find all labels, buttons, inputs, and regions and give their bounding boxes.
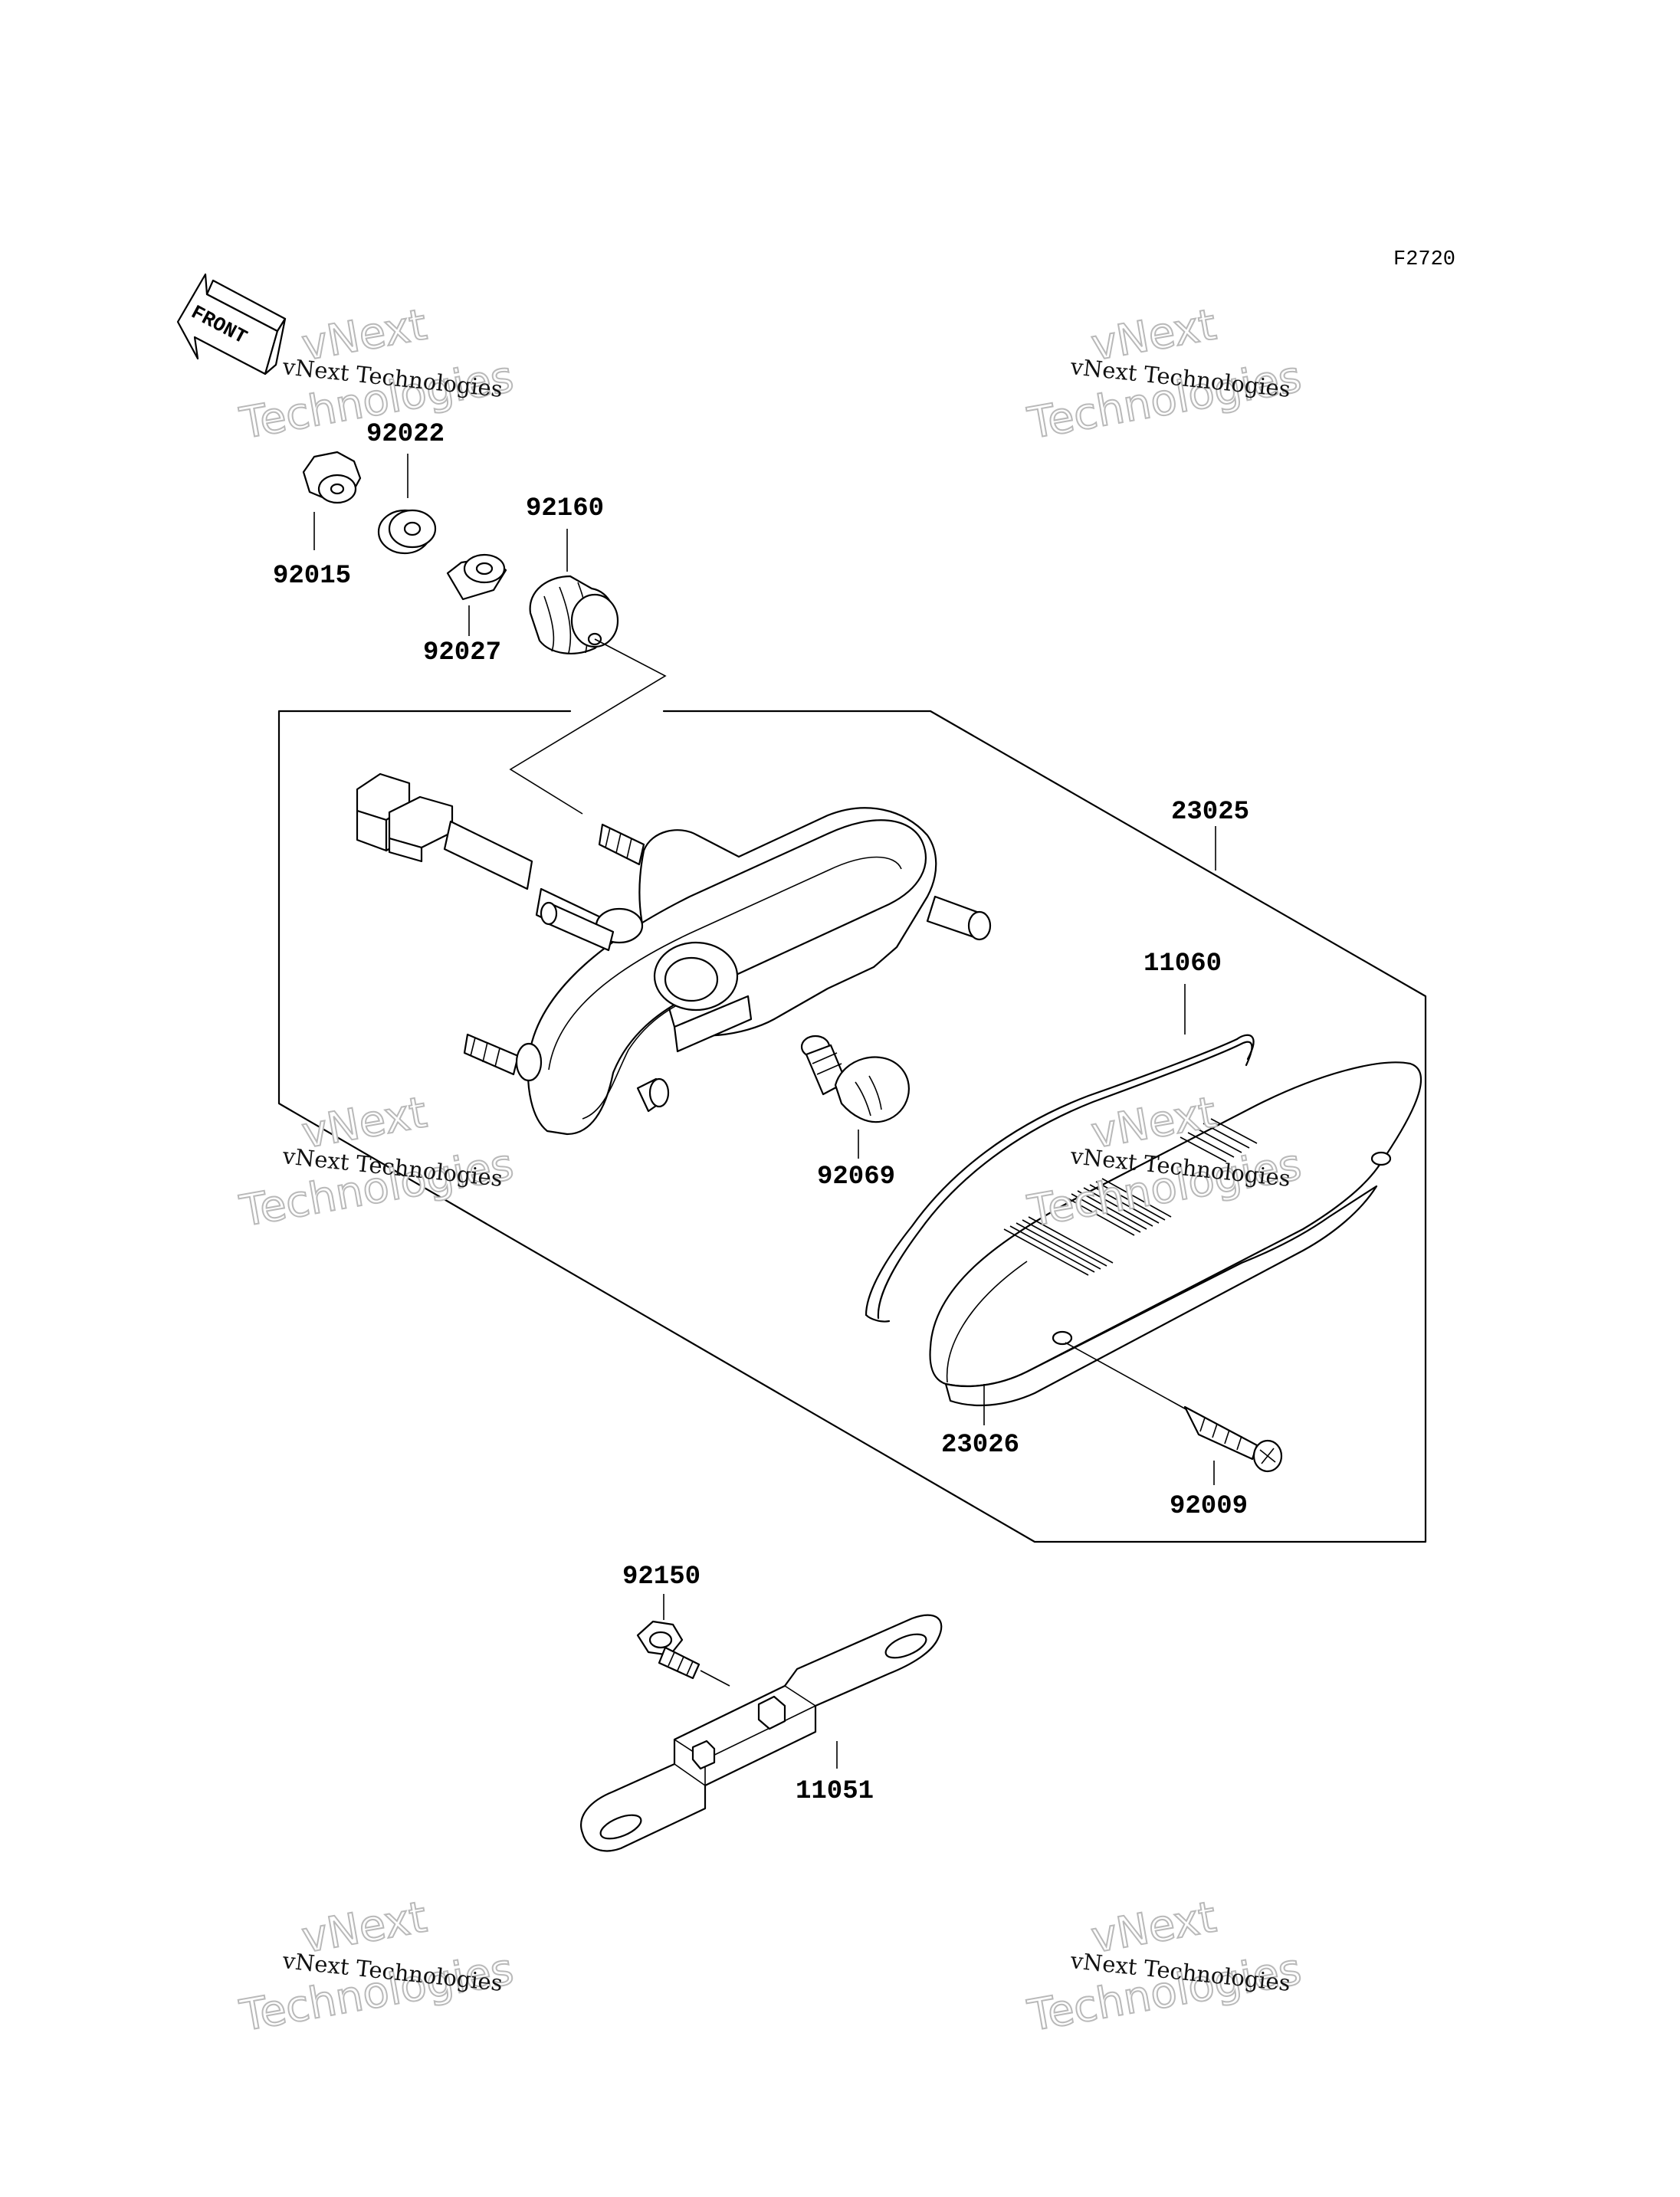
screw-92009-icon [1065, 1342, 1283, 1485]
part-label-92160: 92160 [526, 494, 604, 523]
part-label-92022: 92022 [366, 420, 445, 449]
watermark-bottom-right: vNext Technologies vNext Technologies [1023, 1891, 1306, 2042]
part-label-23025: 23025 [1171, 798, 1249, 827]
part-label-11060: 11060 [1144, 949, 1222, 979]
lens-23026-icon [929, 1061, 1422, 1425]
bulb-92069-icon [800, 1035, 910, 1159]
part-label-92015: 92015 [273, 562, 351, 591]
tail-lamp-housing-icon [356, 772, 992, 1136]
collar-92027-icon [446, 553, 507, 636]
assembly-outline [277, 710, 1427, 1543]
leader-line [509, 638, 667, 815]
bolt-92150-icon [636, 1594, 730, 1687]
figure-id: F2720 [1393, 248, 1455, 271]
watermark-bottom-left: vNext Technologies vNext Technologies [235, 1891, 518, 2042]
front-arrow-icon: FRONT [176, 273, 287, 375]
part-label-92027: 92027 [423, 638, 501, 667]
nut-92015-icon [302, 451, 362, 550]
washer-92022-icon [377, 454, 437, 555]
bracket-11051-icon [580, 1614, 943, 1852]
watermark-mid-left: vNext Technologies vNext Technologies [235, 1087, 518, 1238]
watermark-top-right: vNext Technologies vNext Technologies [1023, 299, 1306, 450]
part-label-23026: 23026 [941, 1431, 1019, 1460]
part-label-11051: 11051 [796, 1777, 874, 1806]
gasket-11060-icon [865, 984, 1255, 1323]
part-label-92150: 92150 [622, 1562, 701, 1592]
part-label-92069: 92069 [817, 1162, 895, 1192]
part-label-92009: 92009 [1170, 1492, 1248, 1521]
grommet-92160-icon [529, 529, 619, 654]
